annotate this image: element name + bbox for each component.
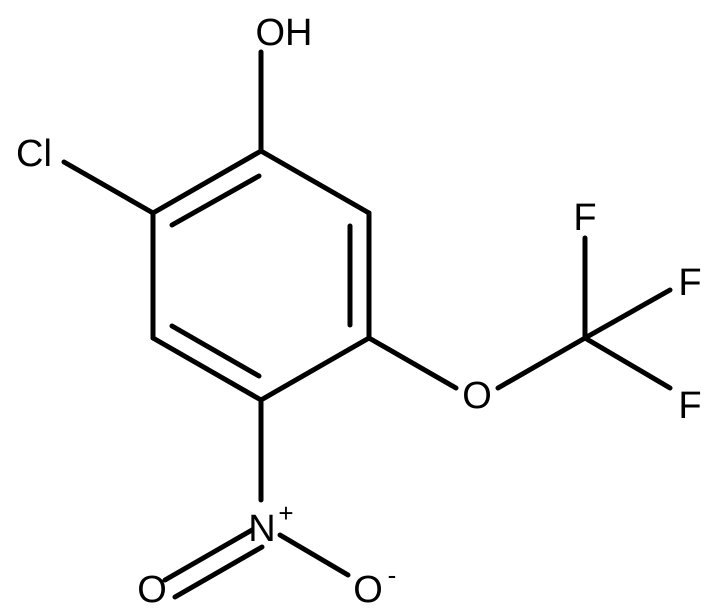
nitrogen-label: N xyxy=(248,508,275,550)
bond-n-o-double-b xyxy=(172,544,265,600)
fluorine-label-3: F xyxy=(678,385,701,427)
bond-c5-o xyxy=(366,335,459,391)
fluorine-label-1: F xyxy=(573,197,596,239)
bond-c-f2 xyxy=(582,287,673,341)
bond-c1-c2-inner xyxy=(169,173,262,228)
bond-c2-cl xyxy=(61,159,156,216)
bond-n-o-minus xyxy=(277,532,351,578)
fluorine-label-2: F xyxy=(678,262,701,304)
nitro-oxygen-double-label: O xyxy=(137,569,167,611)
bond-c3-c4-inner xyxy=(169,323,262,379)
nitro-oxygen-anion-label: O xyxy=(353,569,383,611)
bond-c3-c4 xyxy=(150,335,264,403)
bond-n-o-double-a xyxy=(162,527,255,583)
bond-c-f3 xyxy=(582,335,673,391)
ether-oxygen-label: O xyxy=(462,375,492,417)
chlorine-label: Cl xyxy=(16,133,52,175)
oxygen-charge: - xyxy=(388,560,397,590)
hydroxyl-label: OH xyxy=(256,12,313,54)
bond-o-cf3 xyxy=(495,335,588,391)
bond-c6-c1 xyxy=(258,148,372,216)
nitrogen-charge: + xyxy=(278,498,293,528)
bond-c4-c5 xyxy=(258,335,372,403)
bond-c1-c2 xyxy=(150,148,264,216)
